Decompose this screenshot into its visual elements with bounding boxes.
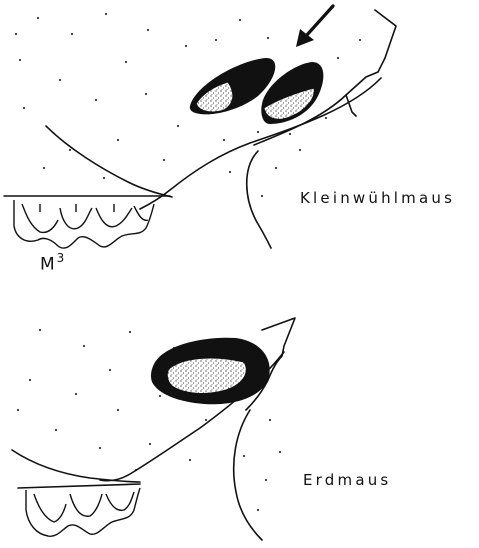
foramen-bottom-small: [152, 369, 168, 387]
arrow-down-left-icon: [296, 6, 333, 47]
molar-row-bottom: [26, 488, 140, 536]
foramen-bottom: [151, 338, 270, 405]
skull-bottom-lower-curve: [12, 450, 140, 482]
molar-index: 3: [57, 251, 66, 265]
species-label-bottom: Erdmaus: [303, 471, 391, 489]
skull-top-lower-curve: [46, 126, 172, 197]
molar-row-top: [14, 200, 154, 248]
skull-top-ramus: [247, 151, 271, 248]
molar-label: M3: [40, 252, 65, 275]
molar-letter: M: [40, 255, 56, 275]
species-label-top: Kleinwühlmaus: [300, 189, 455, 207]
skull-bottom-ramus: [234, 410, 262, 540]
skull-top: [4, 10, 396, 248]
foramina-top: [190, 58, 324, 124]
